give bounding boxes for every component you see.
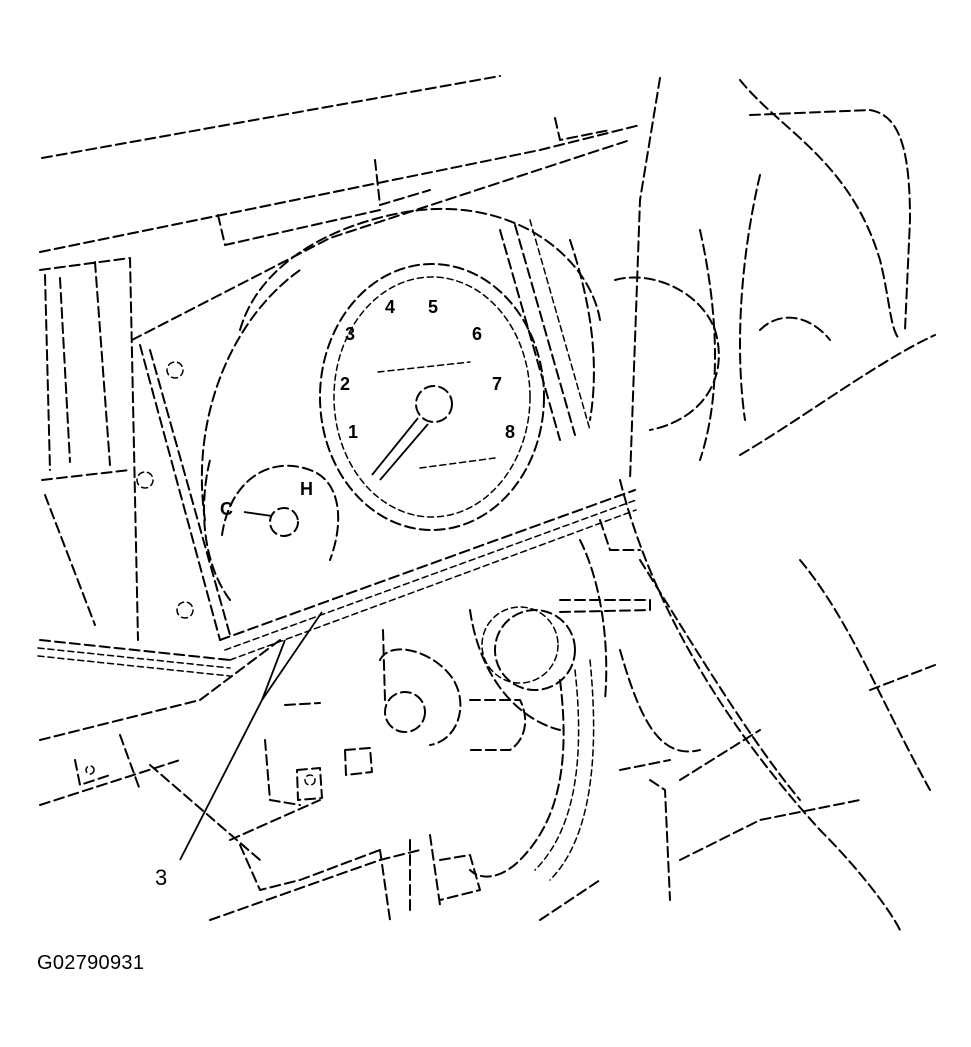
- tach-number-2: 2: [340, 374, 350, 394]
- lower-dash-switches: [264, 519, 701, 901]
- tach-number-3: 3: [345, 324, 355, 344]
- tachometer: 1 2 3 4 5 6 7 8: [319, 263, 545, 531]
- callout-3-leader: [179, 611, 323, 861]
- figure-code: G02790931: [37, 952, 145, 974]
- lower-trim: [74, 734, 481, 921]
- tach-number-7: 7: [492, 374, 502, 394]
- tach-number-1: 1: [348, 422, 358, 442]
- callout-3-label: 3: [155, 865, 167, 890]
- callout-3: 3: [155, 611, 323, 890]
- dashboard-top-panel: [39, 75, 661, 641]
- tach-number-8: 8: [505, 422, 515, 442]
- temperature-gauge: C H: [220, 464, 340, 561]
- temp-hot-label: H: [300, 479, 313, 499]
- tach-number-5: 5: [428, 297, 438, 317]
- cluster-housing: [131, 139, 637, 661]
- steering-wheel: [539, 79, 936, 931]
- speedometer-edge: [499, 219, 595, 441]
- left-dash-trim: [37, 261, 281, 806]
- tach-number-6: 6: [472, 324, 482, 344]
- temp-cold-label: C: [220, 499, 233, 519]
- tach-number-4: 4: [385, 297, 395, 317]
- tachometer-needle: [371, 417, 429, 481]
